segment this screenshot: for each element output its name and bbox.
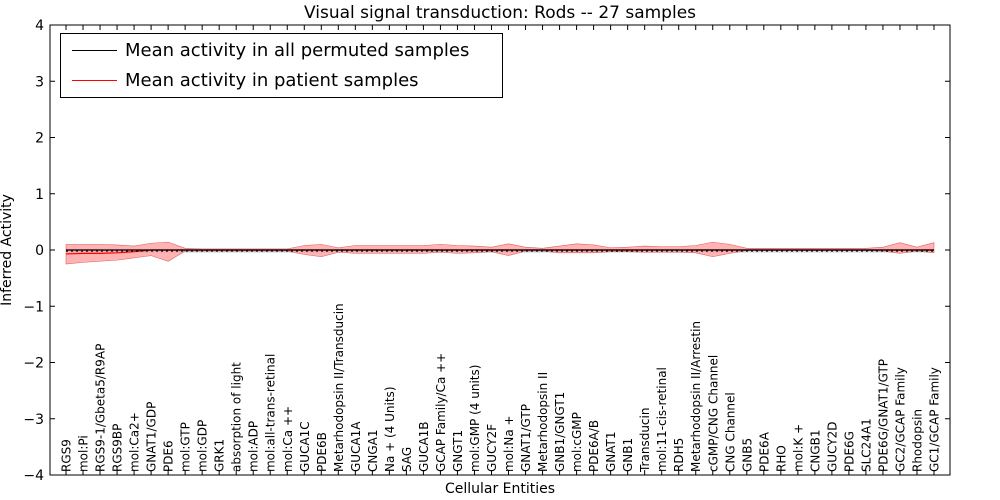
x-tick-label: GC1/GCAP Family <box>928 367 942 472</box>
x-tick-label: GUCA1B <box>417 421 431 472</box>
legend: Mean activity in all permuted samples Me… <box>60 33 503 98</box>
series-layer <box>65 249 934 255</box>
x-tick-label: Metarhodopsin II <box>536 372 550 472</box>
x-tick-label: RDH5 <box>672 438 686 472</box>
x-tick-label: PDE6G/GNAT1/GTP <box>876 359 890 472</box>
x-tick-label: RGS9BP <box>111 424 125 472</box>
y-tick-label: 3 <box>35 74 44 90</box>
x-tick-label: GNAT1/GDP <box>145 402 159 472</box>
x-tick-label: GC2/GCAP Family <box>893 367 907 472</box>
x-axis-label: Cellular Entities <box>445 481 555 497</box>
x-tick-label: Na + (4 Units) <box>383 386 397 472</box>
x-tick-label: mol:ADP <box>247 421 261 472</box>
x-tick-label: RHO <box>774 445 788 472</box>
x-tick-label: PDE6 <box>162 440 176 472</box>
x-tick-label: mol:Pi <box>77 435 91 472</box>
x-tick-label: mol:GMP (4 units) <box>468 365 482 472</box>
x-tick-label: mol:all-trans-retinal <box>264 354 278 472</box>
x-tick-label: PDE6A/B <box>587 420 601 472</box>
y-tick-label: −3 <box>23 412 44 428</box>
x-tick-label: Rhodopsin <box>910 409 924 472</box>
x-tick-label: PDE6A <box>757 431 771 472</box>
x-tick-label: mol:Na + <box>502 415 516 472</box>
x-tick-label: GNGT1 <box>451 430 465 472</box>
legend-label-patient: Mean activity in patient samples <box>125 70 419 91</box>
y-tick-label: 2 <box>35 131 44 147</box>
x-tick-label: SLC24A1 <box>859 418 873 472</box>
x-tick-label: PDE6B <box>315 432 329 472</box>
x-tick-label: Metarhodopsin II/Transducin <box>332 303 346 472</box>
legend-label-permuted: Mean activity in all permuted samples <box>125 40 470 61</box>
patient-band-layer <box>65 241 935 265</box>
y-tick-label: 4 <box>35 18 44 34</box>
patient-band <box>65 241 935 265</box>
x-tick-label: CNGA1 <box>366 429 380 472</box>
y-tick-label: −4 <box>23 468 44 484</box>
chart-title: Visual signal transduction: Rods -- 27 s… <box>304 3 696 23</box>
y-axis-label: Inferred Activity <box>0 194 15 306</box>
legend-swatch-permuted <box>72 50 117 51</box>
x-tick-label: GNAT1 <box>604 431 618 472</box>
x-tick-label: PDE6G <box>842 431 856 472</box>
x-tick-label: GUCA1C <box>298 421 312 472</box>
x-tick-label: mol:11-cis-retinal <box>655 367 669 472</box>
y-tick-label: −2 <box>23 356 44 372</box>
x-tick-label: GNAT1/GTP <box>519 404 533 472</box>
x-tick-label: GCAP Family/Ca ++ <box>434 353 448 472</box>
x-tick-label: GUCY2D <box>825 422 839 472</box>
x-tick-label: RGS9 <box>60 439 74 472</box>
x-tick-label: mol:Ca ++ <box>281 406 295 472</box>
y-axis: 4 3 2 1 0 −1 −2 −3 −4 <box>23 18 950 484</box>
x-tick-label: CNGB1 <box>808 429 822 472</box>
x-tick-label: RGS9-1/Gbeta5/R9AP <box>94 344 108 472</box>
x-tick-label: mol:K + <box>791 424 805 472</box>
x-tick-label: GUCA1A <box>349 421 363 472</box>
y-tick-label: −1 <box>23 299 44 315</box>
x-tick-label: mol:GTP <box>179 422 193 472</box>
x-tick-label: mol:cGMP <box>570 412 584 472</box>
x-tick-label: absorption of light <box>230 362 244 472</box>
x-tick-label: CNG Channel <box>723 392 737 472</box>
x-tick-label: GRK1 <box>213 439 227 472</box>
x-tick-label: GNB1 <box>621 438 635 472</box>
x-tick-label: Transducin <box>638 408 652 473</box>
legend-item-permuted: Mean activity in all permuted samples <box>61 39 502 63</box>
x-tick-label: GUCY2F <box>485 424 499 472</box>
y-tick-label: 0 <box>35 243 44 259</box>
x-tick-label: mol:Ca2+ <box>128 412 142 472</box>
legend-swatch-patient <box>72 80 117 81</box>
x-tick-label: SAG <box>400 447 414 472</box>
x-tick-label: Metarhodopsin II/Arrestin <box>689 321 703 472</box>
x-tick-label: GNB1/GNGT1 <box>553 392 567 472</box>
x-tick-label: mol:GDP <box>196 420 210 472</box>
x-tick-label: cGMP/CNG Channel <box>706 355 720 472</box>
legend-item-patient: Mean activity in patient samples <box>61 69 502 93</box>
x-tick-label: GNB5 <box>740 438 754 472</box>
y-tick-label: 1 <box>35 187 44 203</box>
